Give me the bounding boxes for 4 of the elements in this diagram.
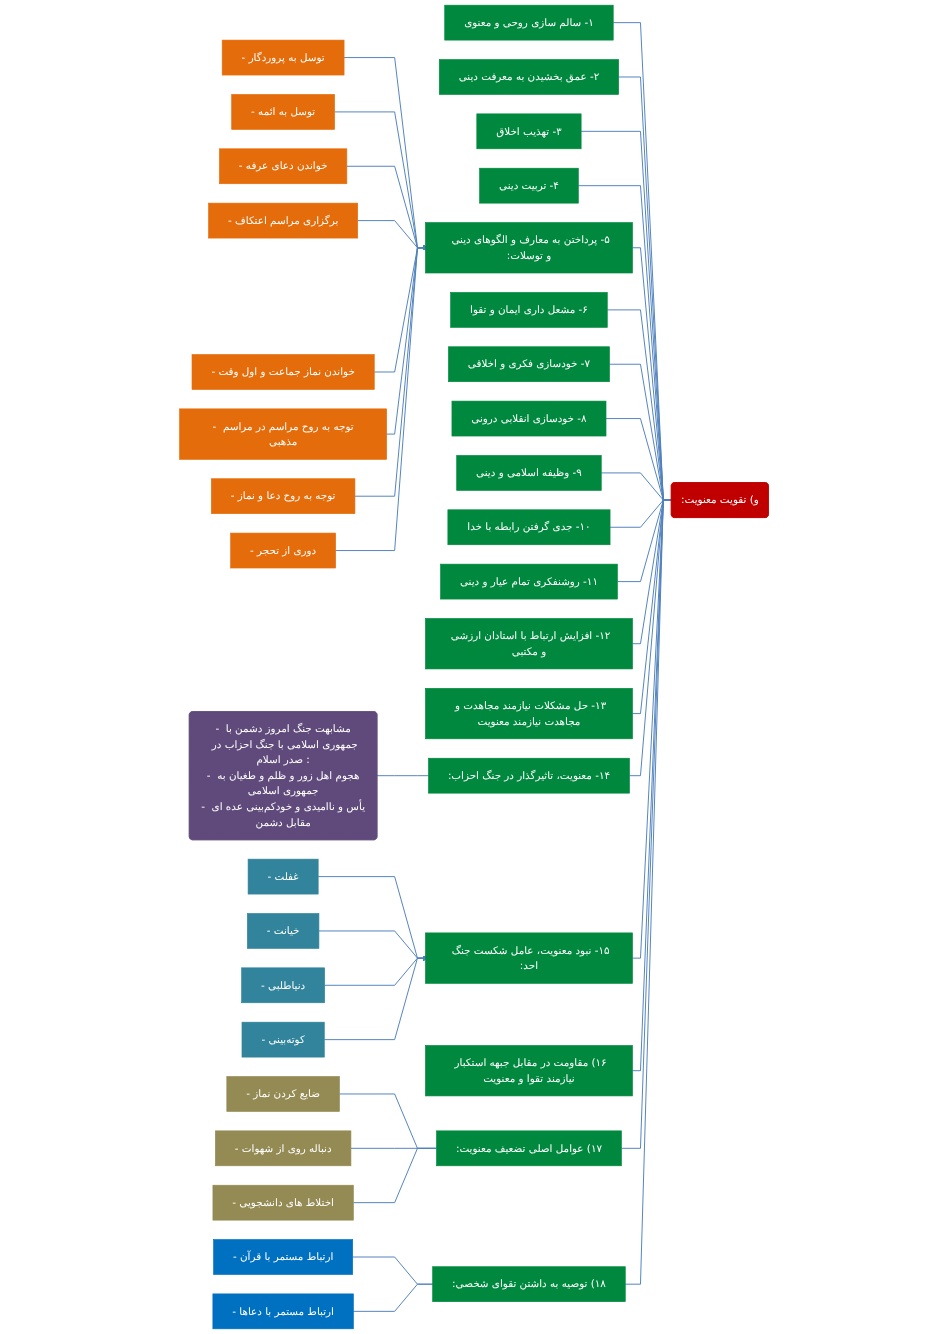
connector	[352, 1147, 437, 1204]
connector	[376, 775, 429, 777]
connector	[352, 1283, 434, 1312]
connector	[624, 499, 672, 1285]
